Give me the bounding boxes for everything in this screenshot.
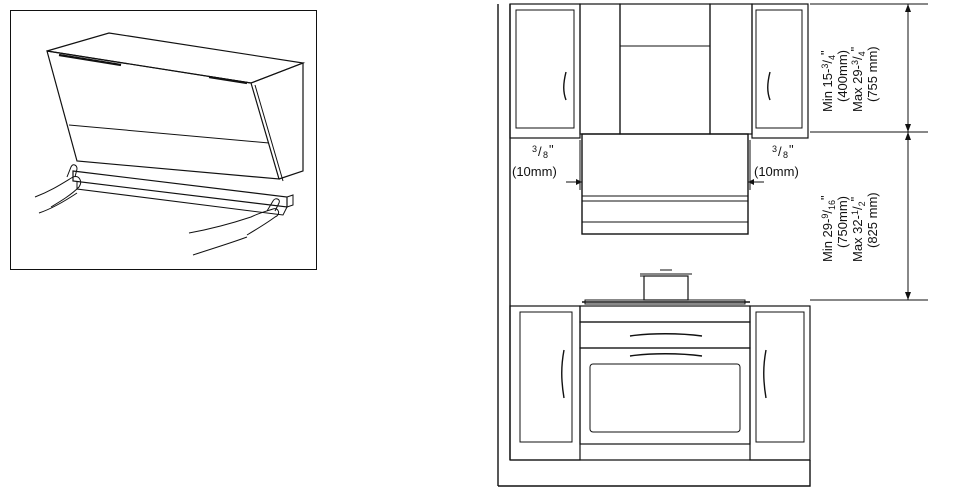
install-illustration xyxy=(10,10,317,270)
svg-text:(10mm): (10mm) xyxy=(754,164,799,179)
svg-text:Min 15-3/4": Min 15-3/4" xyxy=(818,50,837,112)
cooktop xyxy=(582,299,750,305)
height-dimension-line xyxy=(810,3,928,301)
dimension-diagram: 3 / 8 " (10mm) 3 / 8 " (10mm) Min 15-3/4… xyxy=(490,0,930,489)
svg-text:3: 3 xyxy=(772,144,777,154)
svg-text:Min 29-9/16": Min 29-9/16" xyxy=(818,195,837,262)
gap-right-label: 3 / 8 " (10mm) xyxy=(754,142,799,179)
svg-text:/: / xyxy=(538,144,542,159)
hood-install-icon xyxy=(34,32,306,256)
svg-text:8: 8 xyxy=(783,150,788,160)
gap-left-arrow xyxy=(566,140,582,190)
range-hood xyxy=(581,133,749,235)
upper-height-label: Min 15-3/4" (400mm) Max 29-3/4" (755 mm) xyxy=(818,46,880,112)
svg-text:(755 mm): (755 mm) xyxy=(865,46,880,102)
kitchen-elevation-drawing: 3 / 8 " (10mm) 3 / 8 " (10mm) Min 15-3/4… xyxy=(497,3,928,487)
upper-cabinet-center xyxy=(579,3,753,135)
gap-left-label: 3 / 8 " (10mm) xyxy=(512,142,557,179)
svg-text:(400mm): (400mm) xyxy=(835,50,850,102)
upper-cabinet-left xyxy=(509,3,581,139)
oven-unit xyxy=(579,305,751,461)
svg-text:8: 8 xyxy=(543,150,548,160)
svg-text:": " xyxy=(549,142,554,157)
svg-text:(825 mm): (825 mm) xyxy=(865,192,880,248)
hands-icon xyxy=(34,164,280,256)
svg-text:(10mm): (10mm) xyxy=(512,164,557,179)
svg-text:3: 3 xyxy=(532,144,537,154)
base-cabinet-right xyxy=(749,305,811,461)
svg-text:": " xyxy=(789,142,794,157)
lower-height-label: Min 29-9/16" (750mm) Max 32-1/2" (825 mm… xyxy=(818,192,880,262)
upper-cabinet-right xyxy=(751,3,809,139)
svg-text:/: / xyxy=(778,144,782,159)
pot-icon xyxy=(640,269,692,301)
svg-text:Max 32-1/2": Max 32-1/2" xyxy=(848,196,867,262)
svg-text:Max 29-3/4": Max 29-3/4" xyxy=(848,46,867,112)
base-cabinet-left xyxy=(509,305,581,461)
svg-text:(750mm): (750mm) xyxy=(835,196,850,248)
gap-right-arrow xyxy=(748,140,764,190)
